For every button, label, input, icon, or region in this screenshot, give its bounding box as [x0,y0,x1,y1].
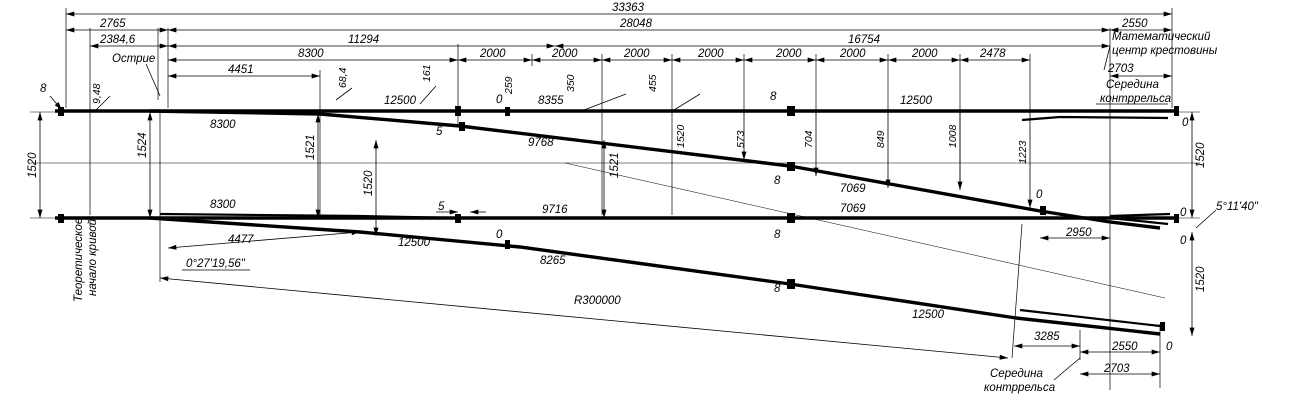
label-radius: R300000 [574,295,621,307]
dim-2000-1: 2000 [479,48,506,60]
radius-and-angles: R300000 0°27'19,56" 5°11'40" [159,112,1259,360]
dim-2000-2: 2000 [551,48,578,60]
dim-12500-d: 12500 [912,309,945,321]
label-math-center-1: Математический [1112,31,1211,43]
dim-2703-bottom: 2703 [1103,363,1130,375]
dim-1520-left: 1520 [27,152,39,178]
label-seredina-top-2: контррельса [1100,93,1171,105]
dim-0-b: 0 [496,229,503,241]
dim-2384-6: 2384,6 [99,34,136,46]
guard-rail-bottom [1019,308,1161,328]
dim-2000-5: 2000 [775,48,802,60]
dim-4451: 4451 [228,64,254,76]
dim-704: 704 [803,130,815,148]
dim-2000-6: 2000 [839,48,866,60]
dim-12500-c: 12500 [398,237,431,249]
dim-2550-bottom: 2550 [1111,341,1138,353]
dim-1008: 1008 [947,124,959,148]
label-theor-start-2: начало кривой [87,218,99,296]
dim-8265: 8265 [540,255,566,267]
dim-2703-top: 2703 [1107,63,1134,75]
frog-wing [1109,216,1169,226]
dim-16754: 16754 [848,34,880,46]
dim-0-a: 0 [496,94,503,106]
dim-5-a: 5 [436,126,443,138]
label-ostrie: Острие [112,53,155,65]
dim-2000-4: 2000 [697,48,724,60]
dim-8-left: 8 [40,83,47,95]
dim-1520-right: 1520 [1195,142,1207,168]
dim-573: 573 [735,130,747,148]
dim-12500-a: 12500 [384,95,417,107]
dim-259: 259 [503,76,515,95]
dim-0-right-low: 0 [1180,207,1187,219]
dim-8-c: 8 [774,175,781,187]
dim-33363: 33363 [612,2,645,14]
inner-dimensions: 68,4 161 259 350 455 12500 0 8355 8 1250… [27,64,1207,388]
dim-8300-top: 8300 [298,48,324,60]
dim-2478: 2478 [979,48,1006,60]
rail-diverging-lower [149,216,1161,336]
dim-1520-right-low: 1520 [1195,266,1207,292]
dim-455: 455 [647,74,659,92]
text-labels: Математический центр крестовины Середина… [73,31,1218,394]
dim-3285: 3285 [1034,331,1060,343]
dim-9-48: 9,48 [91,83,103,104]
dim-68-4: 68,4 [337,67,349,88]
dim-350: 350 [565,74,577,92]
dim-8355: 8355 [538,95,564,107]
dim-9768: 9768 [528,137,554,149]
dim-2000-3: 2000 [623,48,650,60]
label-theor-start-1: Теоретическое [73,218,85,302]
dim-9716: 9716 [542,204,568,216]
rails [55,109,1178,336]
top-left-notes: Острие 8 9,48 [40,53,161,113]
dim-2000-7: 2000 [911,48,938,60]
label-angle-small: 0°27'19,56" [186,258,246,270]
top-dimension-chain: 33363 2765 28048 2550 2384,6 11294 16754… [65,2,1173,390]
dim-0-right-top: 0 [1182,117,1189,129]
dim-1521-a: 1521 [305,134,317,160]
label-angle-frog: 5°11'40" [1216,201,1259,213]
dim-0-right-mid: 0 [1036,189,1043,201]
dim-8300-mid: 8300 [210,119,236,131]
dim-2950: 2950 [1065,227,1092,239]
dim-0-right-low2: 0 [1180,235,1187,247]
frog-point [1109,212,1171,218]
dim-849: 849 [875,130,887,148]
dim-4477: 4477 [228,234,254,246]
dim-8-b: 8 [770,91,777,103]
dim-5-b: 5 [438,201,445,213]
dim-7069-b: 7069 [840,203,866,215]
dim-1524: 1524 [137,132,149,158]
label-seredina-bottom-1: Середина [990,368,1043,380]
dim-2550-top: 2550 [1121,18,1148,30]
dim-11294: 11294 [348,34,379,46]
dim-8-e: 8 [774,283,781,295]
label-seredina-top-1: Середина [1106,79,1159,91]
label-seredina-bottom-2: контррельса [984,382,1055,394]
switch-blade [159,212,461,220]
dim-1520-mid: 1520 [363,170,375,196]
dim-2765: 2765 [99,18,126,30]
dim-8300-low: 8300 [210,199,236,211]
label-math-center-2: центр крестовины [1112,45,1218,57]
dim-7069-a: 7069 [840,183,866,195]
dim-1521-b: 1521 [609,152,621,178]
dim-28048: 28048 [619,18,653,30]
dim-161: 161 [421,64,433,82]
dim-0-bottom: 0 [1166,341,1173,353]
dim-1520-c: 1520 [675,124,687,148]
dim-12500-b: 12500 [900,95,933,107]
dim-8-d: 8 [774,229,781,241]
guard-rail-top [1021,115,1169,122]
dim-1223: 1223 [1017,140,1029,164]
rail-diverging-upper [149,109,1161,230]
